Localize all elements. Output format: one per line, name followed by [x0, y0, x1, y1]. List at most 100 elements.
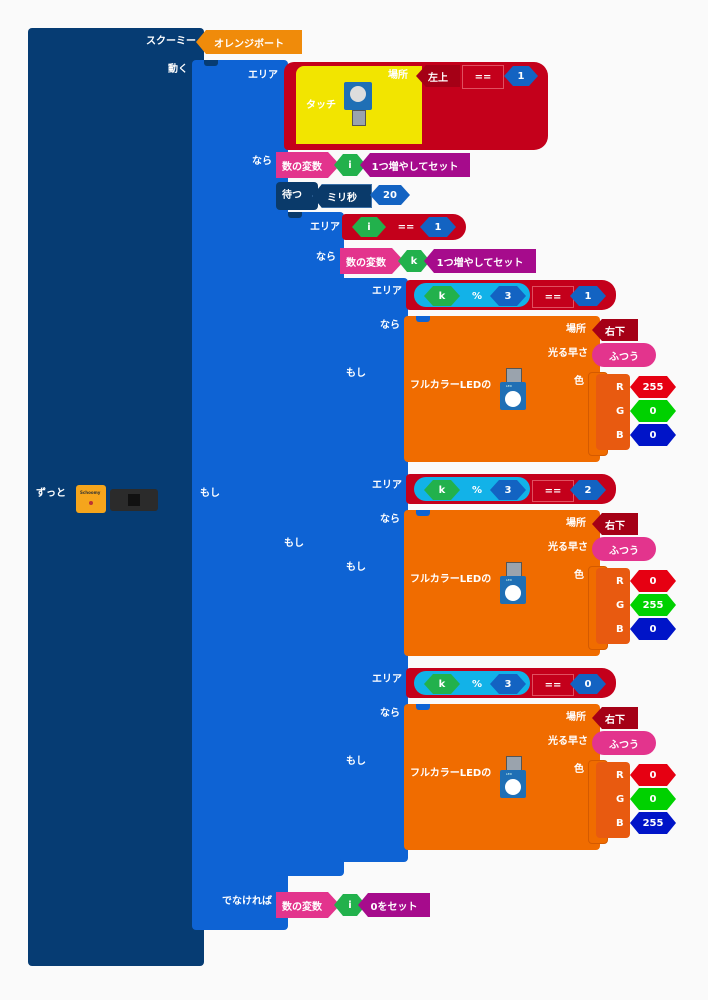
- if-block-2[interactable]: [276, 212, 344, 876]
- orange-chip: Schoomy: [76, 485, 106, 513]
- if2-label: もし: [284, 538, 304, 549]
- led-place-label-1: 場所: [566, 518, 586, 529]
- led-label-2: フルカラーLEDの: [410, 768, 492, 779]
- led-b-value-0[interactable]: 0: [630, 424, 676, 446]
- led-color-label-1: 色: [574, 570, 584, 581]
- else-var[interactable]: i: [334, 894, 366, 916]
- led-g-label-1: G: [616, 600, 625, 611]
- eq-value-1[interactable]: 2: [570, 480, 606, 500]
- led-r-value-2[interactable]: 0: [630, 764, 676, 786]
- if2-var[interactable]: i: [352, 217, 386, 237]
- if2-then-var[interactable]: k: [398, 250, 430, 272]
- if2-area-label: エリア: [310, 222, 340, 233]
- led-g-value-0[interactable]: 0: [630, 400, 676, 422]
- if2-then-var-block[interactable]: 数の変数: [340, 248, 404, 274]
- led-b-label-0: B: [616, 430, 624, 441]
- mod-var-0[interactable]: k: [424, 286, 460, 306]
- mod-op-1[interactable]: %: [471, 484, 483, 496]
- if1-label: もし: [200, 488, 220, 499]
- if2-then-action[interactable]: 1つ増やしてセット: [424, 249, 536, 273]
- led-r-label-1: R: [616, 576, 624, 587]
- mod-op-0[interactable]: %: [471, 290, 483, 302]
- led-speed-label-0: 光る早さ: [548, 348, 588, 359]
- chip-text: Schoomy: [80, 490, 101, 495]
- if3-then-label-1: なら: [380, 514, 400, 525]
- if1-then-action[interactable]: 1つ増やしてセット: [360, 153, 470, 177]
- wait-block[interactable]: [276, 182, 318, 210]
- wait-unit[interactable]: ミリ秒: [312, 184, 372, 208]
- if-block-3[interactable]: [340, 278, 408, 862]
- if1-then-var[interactable]: i: [334, 154, 366, 176]
- if3-if-label-2: もし: [346, 756, 366, 767]
- scratchy-label: スクーミー: [146, 36, 196, 47]
- if2-value[interactable]: 1: [420, 217, 456, 237]
- led-speed-value-2[interactable]: ふつう: [592, 731, 656, 755]
- led-speed-label-1: 光る早さ: [548, 542, 588, 553]
- if3-area-label-2: エリア: [372, 674, 402, 685]
- led-r-value-0[interactable]: 255: [630, 376, 676, 398]
- if2-then-label: なら: [316, 252, 336, 263]
- if3-then-label-0: なら: [380, 320, 400, 331]
- mod-value-0[interactable]: 3: [490, 286, 526, 306]
- else-var-block[interactable]: 数の変数: [276, 892, 340, 918]
- mod-var-1[interactable]: k: [424, 480, 460, 500]
- touch-place-value[interactable]: 左上: [416, 65, 460, 87]
- led-color-label-2: 色: [574, 764, 584, 775]
- led-speed-value-0[interactable]: ふつう: [592, 343, 656, 367]
- if1-area-label: エリア: [248, 70, 278, 81]
- forever-label: ずっと: [36, 488, 66, 499]
- led-b-label-1: B: [616, 624, 624, 635]
- board-image: Schoomy: [76, 485, 158, 513]
- led-module-icon-0: LED: [500, 368, 526, 412]
- led-b-value-2[interactable]: 255: [630, 812, 676, 834]
- wait-value[interactable]: 20: [370, 185, 410, 205]
- board-select[interactable]: オレンジボート: [196, 30, 302, 54]
- if3-area-label-1: エリア: [372, 480, 402, 491]
- led-speed-label-2: 光る早さ: [548, 736, 588, 747]
- led-g-value-1[interactable]: 255: [630, 594, 676, 616]
- led-r-label-2: R: [616, 770, 624, 781]
- else-action[interactable]: 0をセット: [358, 893, 430, 917]
- led-place-value-2[interactable]: 右下: [592, 707, 638, 729]
- mod-var-2[interactable]: k: [424, 674, 460, 694]
- mod-op-2[interactable]: %: [471, 678, 483, 690]
- led-module-icon-2: LED: [500, 756, 526, 800]
- led-r-value-1[interactable]: 0: [630, 570, 676, 592]
- led-g-value-2[interactable]: 0: [630, 788, 676, 810]
- led-color-label-0: 色: [574, 376, 584, 387]
- touch-label: タッチ: [306, 100, 336, 111]
- led-module-icon-1: LED: [500, 562, 526, 606]
- if1-else-label: でなければ: [222, 896, 272, 907]
- touch-op[interactable]: ==: [462, 65, 504, 89]
- eq-op-0[interactable]: ==: [532, 286, 574, 308]
- led-b-label-2: B: [616, 818, 624, 829]
- move-label: 動く: [168, 64, 188, 75]
- touch-value[interactable]: 1: [504, 66, 538, 86]
- if1-then-var-block[interactable]: 数の変数: [276, 152, 340, 178]
- wait-label: 待つ: [282, 190, 302, 201]
- black-board: [110, 489, 158, 511]
- if-block-1[interactable]: [192, 60, 288, 930]
- chip-dot: [89, 501, 93, 505]
- if3-if-label-0: もし: [346, 368, 366, 379]
- if3-area-label-0: エリア: [372, 286, 402, 297]
- touch-sensor-icon: [344, 82, 372, 126]
- if1-then-label: なら: [252, 156, 272, 167]
- eq-op-1[interactable]: ==: [532, 480, 574, 502]
- led-place-label-2: 場所: [566, 712, 586, 723]
- eq-value-0[interactable]: 1: [570, 286, 606, 306]
- led-b-value-1[interactable]: 0: [630, 618, 676, 640]
- if3-then-label-2: なら: [380, 708, 400, 719]
- led-label-1: フルカラーLEDの: [410, 574, 492, 585]
- mod-value-2[interactable]: 3: [490, 674, 526, 694]
- mod-value-1[interactable]: 3: [490, 480, 526, 500]
- eq-value-2[interactable]: 0: [570, 674, 606, 694]
- led-place-value-0[interactable]: 右下: [592, 319, 638, 341]
- led-speed-value-1[interactable]: ふつう: [592, 537, 656, 561]
- eq-op-2[interactable]: ==: [532, 674, 574, 696]
- if2-op[interactable]: ==: [388, 217, 424, 237]
- led-g-label-2: G: [616, 794, 625, 805]
- led-place-value-1[interactable]: 右下: [592, 513, 638, 535]
- led-place-label-0: 場所: [566, 324, 586, 335]
- touch-place-label: 場所: [388, 70, 408, 81]
